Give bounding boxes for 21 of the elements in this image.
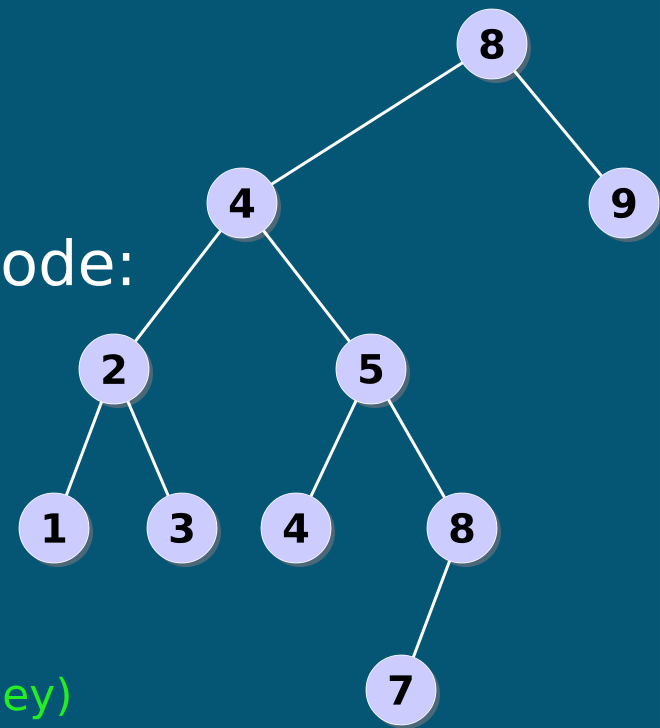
slide-text: ey)	[4, 676, 69, 720]
slide-text: ode:	[4, 238, 130, 286]
tree-node: 9	[588, 168, 660, 242]
tree-node: 2	[78, 334, 153, 408]
tree-node: 8	[456, 8, 531, 83]
tree-node: 4	[206, 168, 281, 242]
tree-edge	[126, 400, 170, 496]
tree-node: 4	[260, 492, 335, 567]
tree-node: 5	[336, 334, 410, 408]
tree-node: 8	[426, 492, 501, 567]
tree-edge	[412, 560, 451, 658]
tree-edge	[65, 402, 103, 496]
tree-edge	[134, 230, 222, 342]
tree-node: 3	[146, 492, 221, 567]
tree-edge	[310, 400, 358, 497]
tree-node: 1	[18, 492, 93, 567]
tree-edge	[513, 70, 603, 177]
tree-edge	[262, 230, 350, 342]
tree-edge	[387, 398, 446, 498]
tree-node: 7	[366, 654, 440, 728]
tree-edge	[271, 62, 463, 186]
